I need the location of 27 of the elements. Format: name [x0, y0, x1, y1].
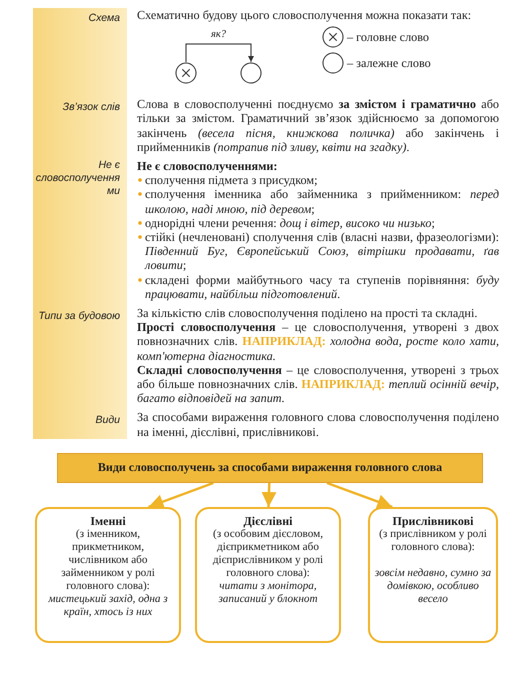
paragraph: Слова в словосполученні поєднуємо за змістом і граматично або тільки за змістом. Граматичний зв’язок здійснюємо за допомогою закінчень (весела пісня, книжкова поличка) або закінчень і прийменників (потрапив під зливу, квіти на згадку).: [137, 97, 499, 154]
paragraph: Не є словосполученнями:: [137, 159, 278, 174]
arrow: [326, 482, 393, 509]
bullet-item: сполучення іменника або займенника з прийменником: перед школою, наді мною, під деревом;: [137, 187, 499, 216]
category-header: Види словосполучень за способами вираження головного слова: [57, 452, 483, 483]
bullet-item: складені форми майбутнього часу та ступенів порівняння: буду працювати, найбільш підготовлений.: [137, 272, 499, 302]
empty-circle: [240, 62, 262, 84]
paragraph: За кількістю слів словосполучення поділено на прості та складні.: [137, 306, 478, 320]
category-card: Іменні (з іменником, прикметником, числівником або займенником у ролі головного слова): мистецький захід, одна з країн, хтось із них: [35, 506, 181, 643]
category-card: Дієслівні (з особовим дієсловом, дієприкметником або дієприслівником у ролі головного слова): читати з монітора, записаний у блокнот: [195, 506, 341, 643]
paragraph: За способами вираження головного слова словосполучення поділено на іменні, дієслівні, прислівникові.: [137, 410, 499, 439]
legend-text: – головне слово: [347, 30, 430, 44]
side-heading: Зв’язок слів: [62, 101, 120, 114]
bullet-item: стійкі (нечленовані) сполучення слів (власні назви, фразеологізми): Південний Буг, Європейський Союз, вітрішки продавати, ґав ловити;: [137, 230, 499, 273]
paragraph: Складні словосполучення – це словосполучення, утворені з трьох або більше повнозначних слів. НАПРИКЛАД: теплий осінній вечір, багато відповідей на запит.: [137, 362, 499, 406]
paragraph: Прості словосполучення – це словосполучення, утворені з двох повнозначних слів. НАПРИКЛАД: холодна вода, росте коло хати, комп'ютерна діагностика.: [137, 320, 499, 363]
crossed-circle: [175, 62, 197, 84]
side-heading: Види: [96, 414, 120, 428]
connector-arrow: [186, 44, 254, 63]
paragraph: Схематично будову цього словосполучення можна показати так:: [137, 8, 472, 22]
arrow: [148, 482, 214, 509]
side-heading: Не є словосполученнями: [34, 159, 120, 198]
side-heading: Типи за будовою: [38, 310, 120, 324]
arrow: [262, 482, 276, 507]
category-card: Прислівникові (з прислівником у ролі головного слова): зовсім недавно, сумно за домівкою, особливо весело: [368, 506, 498, 643]
legend-text: – залежне слово: [347, 56, 431, 70]
side-heading: Схема: [88, 12, 120, 25]
